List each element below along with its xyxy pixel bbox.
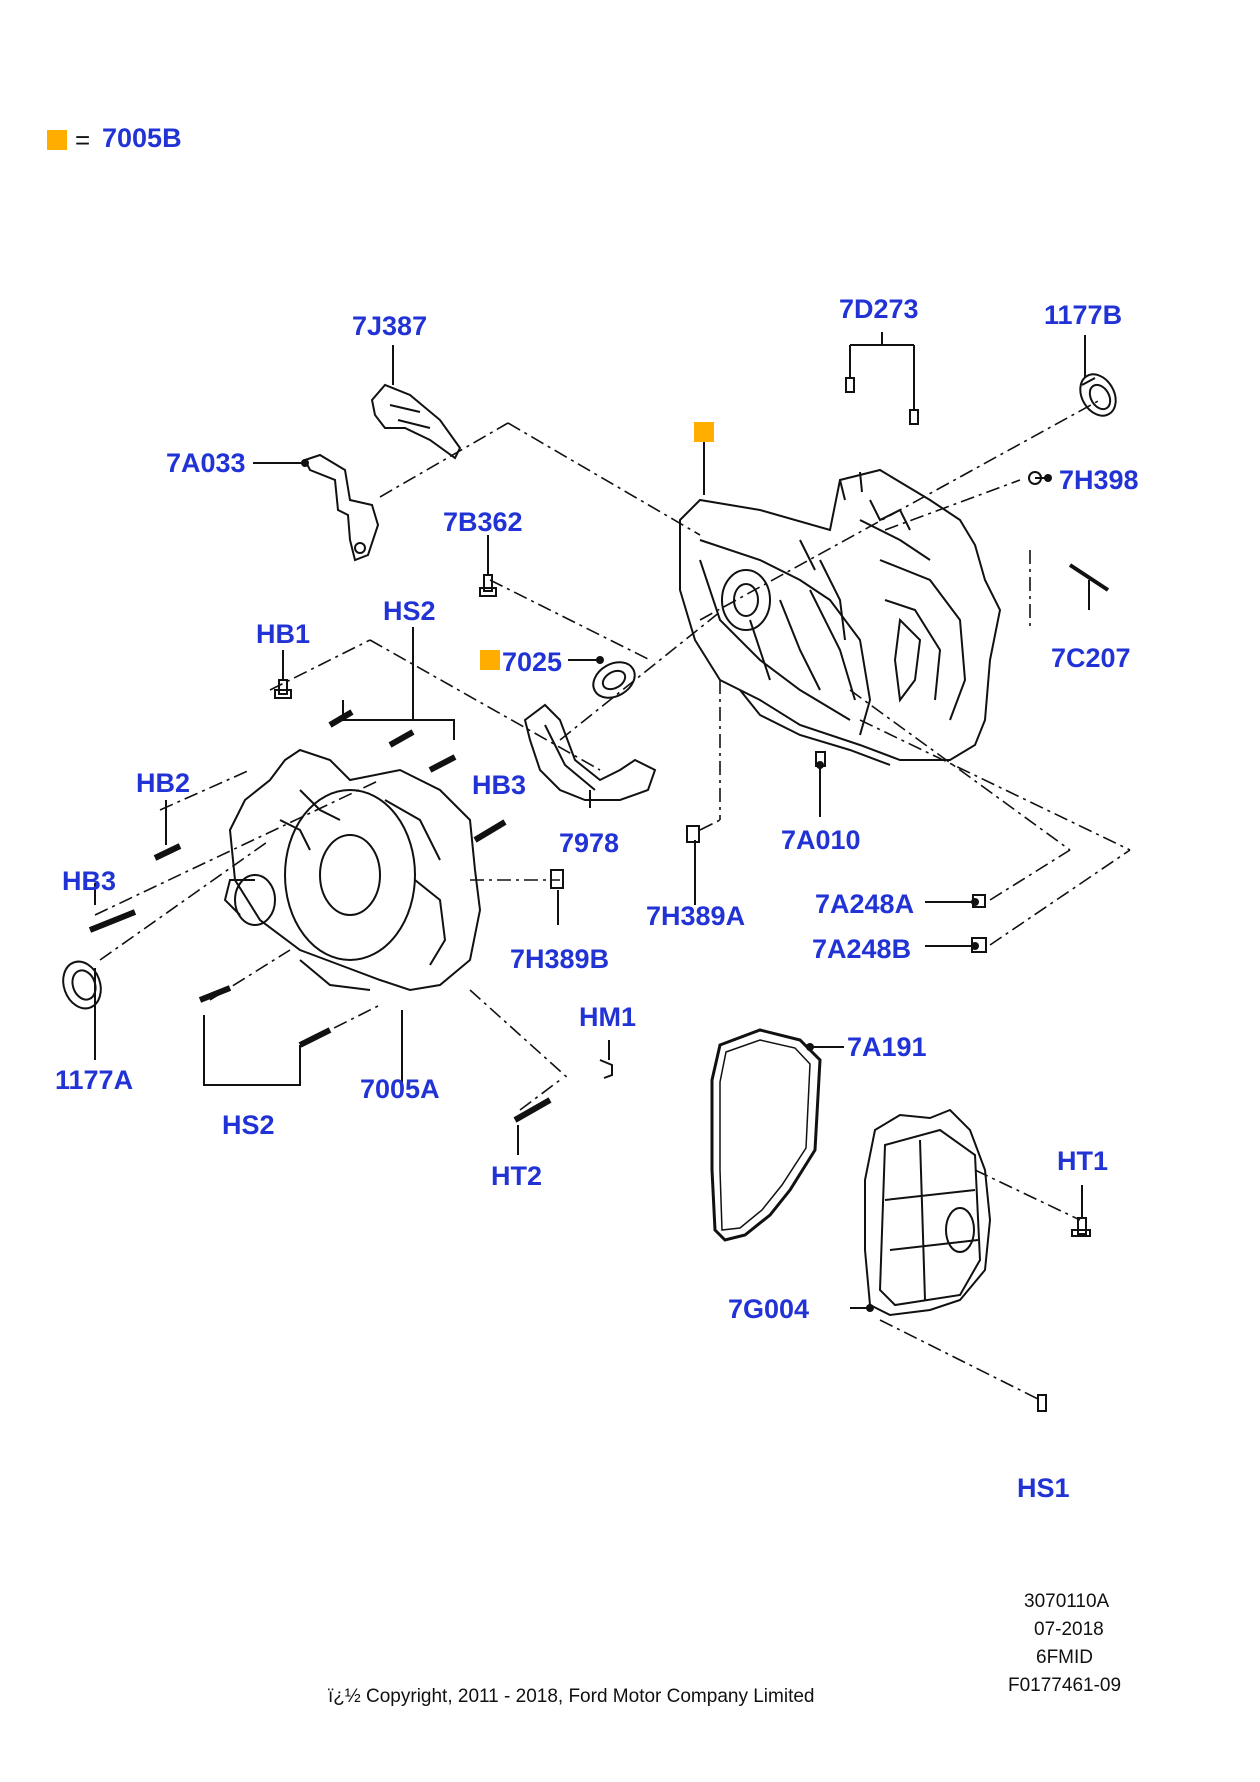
marker-7005b-7025 xyxy=(480,650,500,670)
label-ht2: HT2 xyxy=(491,1161,543,1191)
shield-7978 xyxy=(523,703,657,801)
seal-7025 xyxy=(592,661,636,699)
bolt-7h398 xyxy=(1028,471,1042,485)
label-hb3-left: HB3 xyxy=(62,866,117,896)
label-7b362: 7B362 xyxy=(443,507,523,537)
label-7005a: 7005A xyxy=(360,1074,440,1104)
leader-lines xyxy=(94,332,1090,1309)
label-1177b: 1177B xyxy=(1044,300,1123,330)
bolts-hs2-bottom xyxy=(198,985,332,1048)
bolt-7b362 xyxy=(479,574,497,597)
copyright-notice: ï¿½ Copyright, 2011 - 2018, Ford Motor C… xyxy=(328,1686,815,1707)
legend-part-label: 7005B xyxy=(102,123,182,153)
label-hb1: HB1 xyxy=(256,619,311,649)
label-hb3-right: HB3 xyxy=(472,770,527,800)
seal-1177b xyxy=(1079,373,1117,417)
label-7h389b: 7H389B xyxy=(510,944,610,974)
label-hs2-bottom: HS2 xyxy=(222,1110,275,1140)
legend-marker xyxy=(47,130,67,150)
label-7a033: 7A033 xyxy=(166,448,246,478)
label-7a248b: 7A248B xyxy=(812,934,912,964)
label-7c207: 7C207 xyxy=(1051,643,1131,673)
label-7978: 7978 xyxy=(559,828,620,858)
label-7a191: 7A191 xyxy=(847,1032,927,1062)
bolt-hb3-right xyxy=(473,819,507,843)
label-7j387: 7J387 xyxy=(352,311,428,341)
bolt-ht2 xyxy=(513,1097,552,1123)
bolt-hb2 xyxy=(153,843,182,861)
transmission-case-7005b xyxy=(679,468,1002,766)
drawing-file-code: F0177461-09 xyxy=(1008,1675,1122,1696)
label-7h398: 7H398 xyxy=(1059,465,1139,495)
label-hb2: HB2 xyxy=(136,768,191,798)
bolts-hs2-top xyxy=(328,709,457,773)
label-hs1: HS1 xyxy=(1017,1473,1070,1503)
label-7a010: 7A010 xyxy=(781,825,861,855)
bolt-ht1 xyxy=(1071,1217,1091,1237)
legend-equals: = xyxy=(75,125,91,155)
drawing-model-code: 6FMID xyxy=(1036,1647,1093,1668)
label-ht1: HT1 xyxy=(1057,1146,1109,1176)
drawing-date: 07-2018 xyxy=(1034,1619,1104,1640)
gasket-7a191 xyxy=(710,1028,822,1242)
bolt-hs1 xyxy=(1037,1394,1047,1412)
seal-1177a xyxy=(62,960,102,1010)
bolt-hb3-left xyxy=(88,909,137,933)
marker-7005b-case xyxy=(694,422,714,442)
leader-dots xyxy=(301,459,1052,1312)
bolts-7d273 xyxy=(845,377,919,425)
label-7025: 7025 xyxy=(502,647,563,677)
label-hm1: HM1 xyxy=(579,1002,637,1032)
bell-housing-7005a xyxy=(223,748,482,992)
bracket-7a033 xyxy=(303,453,380,562)
label-1177a: 1177A xyxy=(55,1065,134,1095)
label-7g004: 7G004 xyxy=(728,1294,810,1324)
bolt-7h389b xyxy=(550,869,564,889)
label-7h389a: 7H389A xyxy=(646,901,746,931)
clip-hm1 xyxy=(599,1059,613,1079)
label-7a248a: 7A248A xyxy=(815,889,915,919)
drawing-number: 3070110A xyxy=(1024,1591,1110,1612)
oil-pan-7g004 xyxy=(864,1108,992,1317)
bolt-hb1 xyxy=(274,679,292,699)
rod-7c207 xyxy=(1068,563,1110,592)
label-hs2-top: HS2 xyxy=(383,596,436,626)
bracket-7j387 xyxy=(370,383,462,460)
bolt-7h389a xyxy=(686,825,700,843)
label-7d273: 7D273 xyxy=(839,294,919,324)
